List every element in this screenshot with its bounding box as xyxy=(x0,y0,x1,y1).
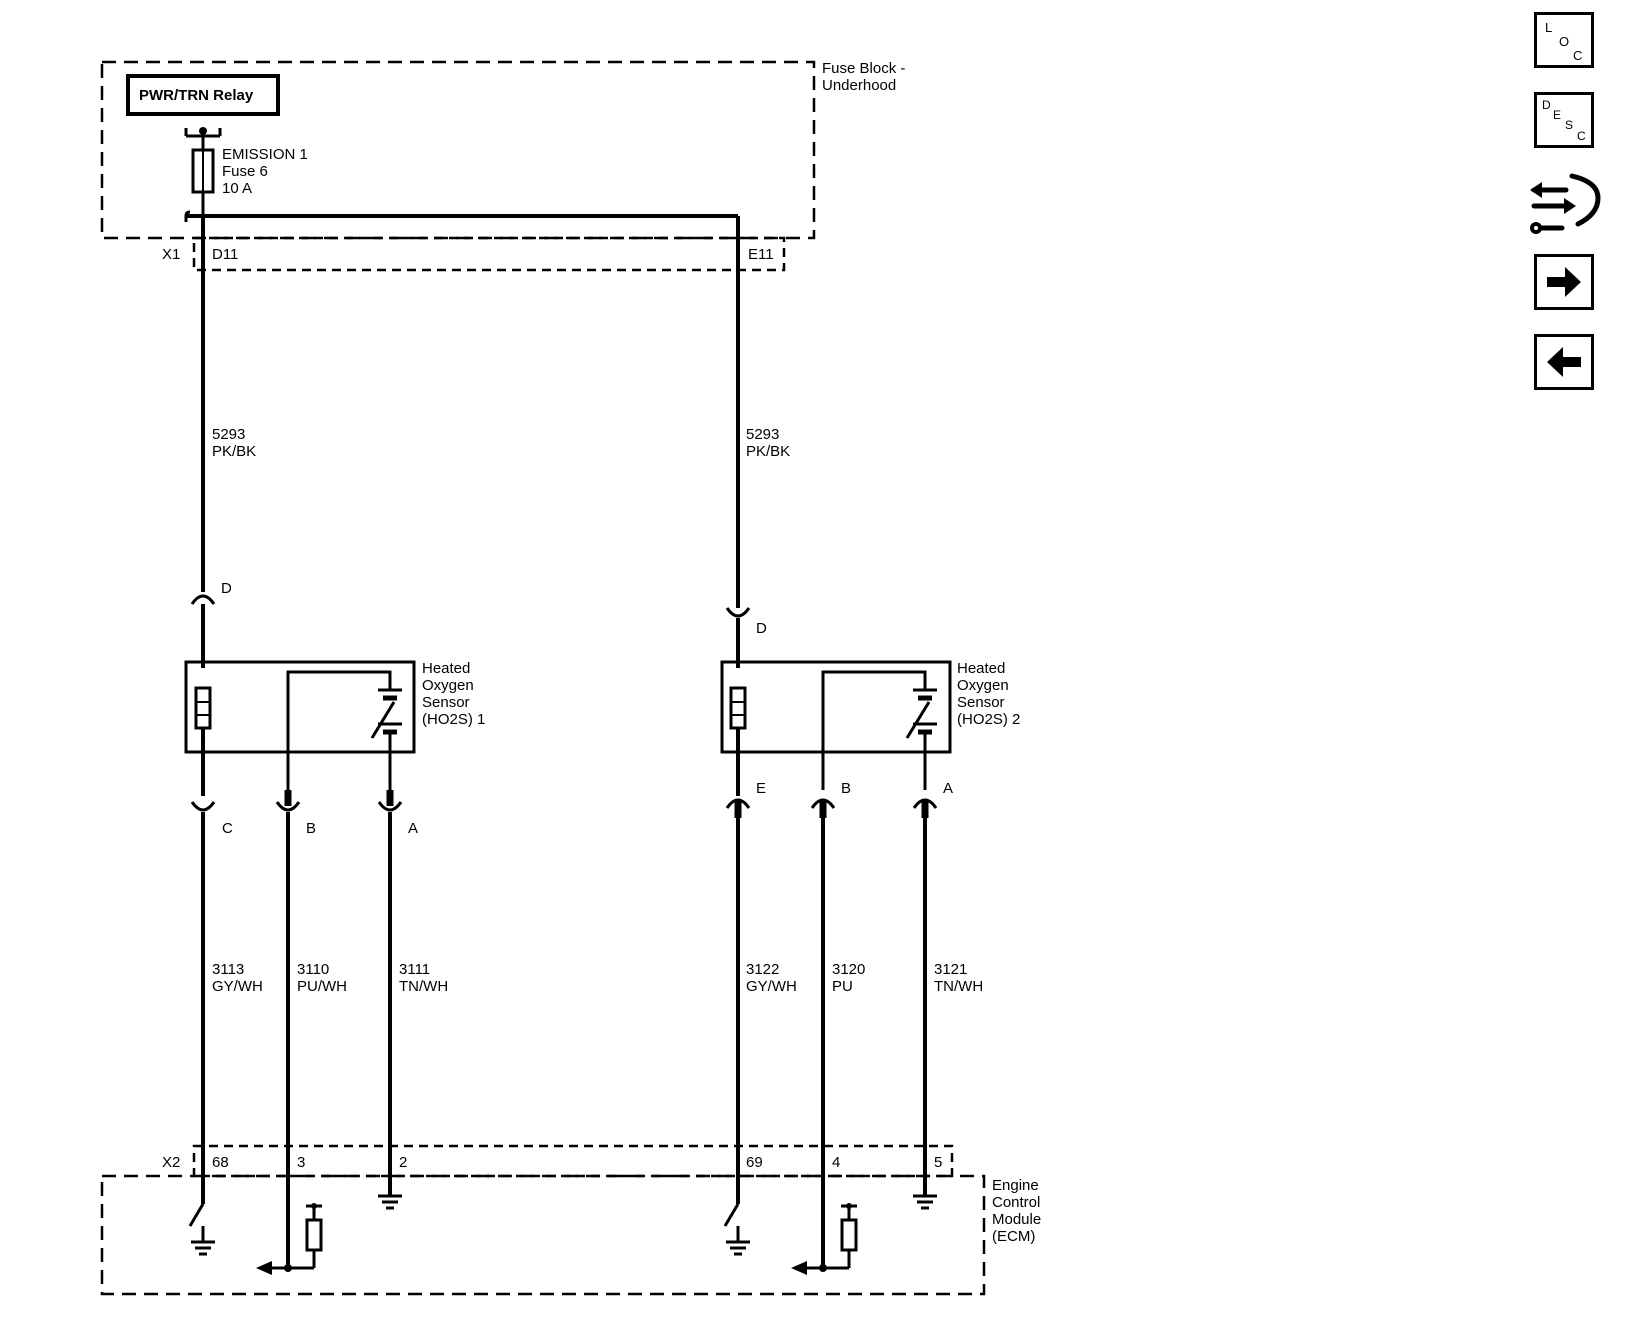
switch-pin-68 xyxy=(188,1203,215,1256)
wire-3122-circuit: 3122 xyxy=(746,961,779,978)
x2-connector-label: X2 xyxy=(162,1154,180,1171)
loc-letter-l: L xyxy=(1545,20,1552,35)
input-pin-4 xyxy=(791,1203,858,1275)
x1-pin-e11: E11 xyxy=(748,246,774,263)
wire-3120-color: PU xyxy=(832,978,853,995)
desc-button[interactable]: D E S C xyxy=(1534,92,1594,148)
sensor1-name-4: (HO2S) 1 xyxy=(422,711,485,728)
wire-3121-color: TN/WH xyxy=(934,978,983,995)
wire-3111-color: TN/WH xyxy=(399,978,448,995)
relay-box xyxy=(126,74,280,116)
wire-3113-circuit: 3113 xyxy=(212,961,244,978)
sensor2-name-2: Oxygen xyxy=(957,677,1009,694)
fuse-block-title-1: Fuse Block - xyxy=(822,60,905,77)
ecm-pin-68: 68 xyxy=(212,1154,229,1171)
sensor2-box xyxy=(720,660,952,754)
x2-connector-boundary xyxy=(192,1144,954,1178)
ecm-name-2: Control xyxy=(992,1194,1040,1211)
ecm-boundary xyxy=(100,1174,986,1296)
ecm-name-1: Engine xyxy=(992,1177,1039,1194)
input-pin-3 xyxy=(256,1203,323,1275)
wire-3113-color: GY/WH xyxy=(212,978,263,995)
wire-3121-circuit: 3121 xyxy=(934,961,967,978)
next-button[interactable] xyxy=(1534,254,1594,310)
desc-letter-d: D xyxy=(1542,98,1551,112)
wire-3110-color: PU/WH xyxy=(297,978,347,995)
wire-3110-circuit: 3110 xyxy=(297,961,329,978)
arrow-right-icon xyxy=(1547,267,1581,297)
sensor1-name-3: Sensor xyxy=(422,694,470,711)
wire-3122-color: GY/WH xyxy=(746,978,797,995)
fuse-number: Fuse 6 xyxy=(222,163,268,180)
sensor1-name-2: Oxygen xyxy=(422,677,474,694)
sensor1-pin-c: C xyxy=(222,820,233,837)
sensor2-pin-b: B xyxy=(841,780,851,797)
sensor1-pin-b: B xyxy=(306,820,316,837)
ground-pin-5 xyxy=(913,1194,937,1210)
x1-connector-boundary xyxy=(192,236,786,272)
fuse-block-title-2: Underhood xyxy=(822,77,896,94)
feed2-circuit: 5293 xyxy=(746,426,779,443)
relay-label: PWR/TRN Relay xyxy=(139,87,254,104)
feed1-circuit: 5293 xyxy=(212,426,245,443)
sensor2-name-4: (HO2S) 2 xyxy=(957,711,1020,728)
sensor1-top-connector xyxy=(190,594,216,605)
sensor2-name-3: Sensor xyxy=(957,694,1005,711)
feed2-color: PK/BK xyxy=(746,443,790,460)
sensor1-name-1: Heated xyxy=(422,660,470,677)
loc-letter-o: O xyxy=(1559,34,1569,49)
wire-3120-circuit: 3120 xyxy=(832,961,865,978)
x1-connector-label: X1 xyxy=(162,246,180,263)
sensor2-pin-e: E xyxy=(756,780,766,797)
sensor2-heater xyxy=(729,686,747,730)
ecm-pin-3: 3 xyxy=(297,1154,305,1171)
x1-pin-d11: D11 xyxy=(212,246,238,263)
wire-3111-circuit: 3111 xyxy=(399,961,430,978)
loc-button[interactable]: L O C xyxy=(1534,12,1594,68)
ecm-name-4: (ECM) xyxy=(992,1228,1035,1245)
back-button[interactable] xyxy=(1534,334,1594,390)
sensor1-pin-a: A xyxy=(408,820,418,837)
sensor2-top-connector xyxy=(725,607,751,618)
fuse-name: EMISSION 1 xyxy=(222,146,308,163)
sensor1-heater xyxy=(194,686,212,730)
loc-letter-c: C xyxy=(1573,48,1582,63)
ecm-pin-69: 69 xyxy=(746,1154,763,1171)
desc-letter-e: E xyxy=(1553,108,1561,122)
ground-pin-2 xyxy=(378,1194,402,1210)
sensor1-top-pin: D xyxy=(221,580,232,597)
ecm-pin-2: 2 xyxy=(399,1154,407,1171)
switch-pin-69 xyxy=(723,1203,750,1256)
sensor1-box xyxy=(184,660,416,754)
fuse-rating: 10 A xyxy=(222,180,252,197)
desc-letter-c: C xyxy=(1577,129,1586,143)
wrench-arrows-icon[interactable] xyxy=(1528,168,1604,240)
ecm-pin-5: 5 xyxy=(934,1154,942,1171)
desc-letter-s: S xyxy=(1565,118,1573,132)
sensor2-name-1: Heated xyxy=(957,660,1005,677)
arrow-left-icon xyxy=(1547,347,1581,377)
sensor2-top-pin: D xyxy=(756,620,767,637)
ecm-name-3: Module xyxy=(992,1211,1041,1228)
ecm-pin-4: 4 xyxy=(832,1154,840,1171)
feed1-color: PK/BK xyxy=(212,443,256,460)
sensor2-pin-a: A xyxy=(943,780,953,797)
